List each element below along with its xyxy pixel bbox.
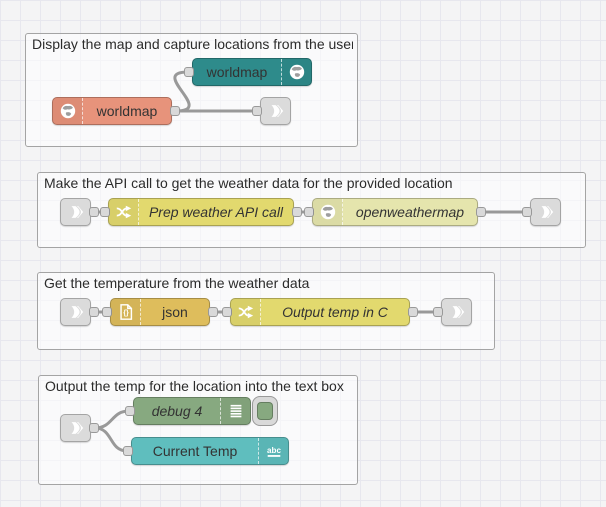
output-port[interactable] <box>170 106 180 116</box>
link-in-icon <box>67 203 85 221</box>
globe-icon <box>313 199 343 225</box>
node-link-in-4[interactable] <box>60 414 99 442</box>
group-title: Get the temperature from the weather dat… <box>44 275 310 291</box>
node-link-out-3[interactable] <box>433 298 472 326</box>
output-port[interactable] <box>89 423 99 433</box>
input-port[interactable] <box>433 307 443 317</box>
group-title: Output the temp for the location into th… <box>45 378 344 394</box>
debug-toggle-state <box>257 402 273 420</box>
node-current-temp-text[interactable]: Current Temp <box>123 437 289 465</box>
link-in-icon <box>67 303 85 321</box>
link-out-icon <box>448 303 466 321</box>
node-label: debug 4 <box>151 403 203 419</box>
node-label: openweathermap <box>355 204 465 220</box>
change-shuffle-icon <box>231 299 261 325</box>
node-debug[interactable]: debug 4 <box>125 397 251 425</box>
output-port[interactable] <box>89 207 99 217</box>
node-label: worldmap <box>96 103 158 119</box>
input-port[interactable] <box>222 307 232 317</box>
output-port[interactable] <box>208 307 218 317</box>
link-in-icon <box>67 419 85 437</box>
node-openweathermap[interactable]: openweathermap <box>304 198 486 226</box>
group-display-map[interactable]: Display the map and capture locations fr… <box>25 33 358 147</box>
input-port[interactable] <box>252 106 262 116</box>
node-link-in-3[interactable] <box>60 298 99 326</box>
input-port[interactable] <box>123 446 133 456</box>
node-label: worldmap <box>206 64 268 80</box>
input-port[interactable] <box>184 67 194 77</box>
node-worldmap-display[interactable]: worldmap <box>184 58 312 86</box>
node-change-prep-weather[interactable]: Prep weather API call <box>100 198 302 226</box>
node-label: Current Temp <box>152 443 238 459</box>
json-file-icon <box>111 299 141 325</box>
output-port[interactable] <box>292 207 302 217</box>
output-port[interactable] <box>89 307 99 317</box>
link-out-icon <box>537 203 555 221</box>
input-port[interactable] <box>522 207 532 217</box>
node-link-out-1[interactable] <box>252 97 291 125</box>
input-port[interactable] <box>102 307 112 317</box>
globe-icon <box>281 59 311 85</box>
globe-icon <box>53 98 83 124</box>
input-port[interactable] <box>100 207 110 217</box>
input-port[interactable] <box>125 406 135 416</box>
node-label: Prep weather API call <box>148 204 284 220</box>
node-label: Output temp in C <box>282 304 388 320</box>
group-title: Make the API call to get the weather dat… <box>44 175 453 191</box>
output-port[interactable] <box>408 307 418 317</box>
node-label: json <box>162 304 188 320</box>
change-shuffle-icon <box>109 199 139 225</box>
link-out-icon <box>267 102 285 120</box>
node-json[interactable]: json <box>102 298 218 326</box>
output-port[interactable] <box>476 207 486 217</box>
group-title: Display the map and capture locations fr… <box>32 36 353 52</box>
debug-list-icon <box>220 398 250 424</box>
node-link-out-2[interactable] <box>522 198 561 226</box>
node-worldmap-in[interactable]: worldmap <box>52 97 180 125</box>
node-change-output-temp[interactable]: Output temp in C <box>222 298 418 326</box>
debug-enable-toggle[interactable] <box>252 396 278 426</box>
node-link-in-2[interactable] <box>60 198 99 226</box>
input-port[interactable] <box>304 207 314 217</box>
abc-text-icon <box>258 438 288 464</box>
